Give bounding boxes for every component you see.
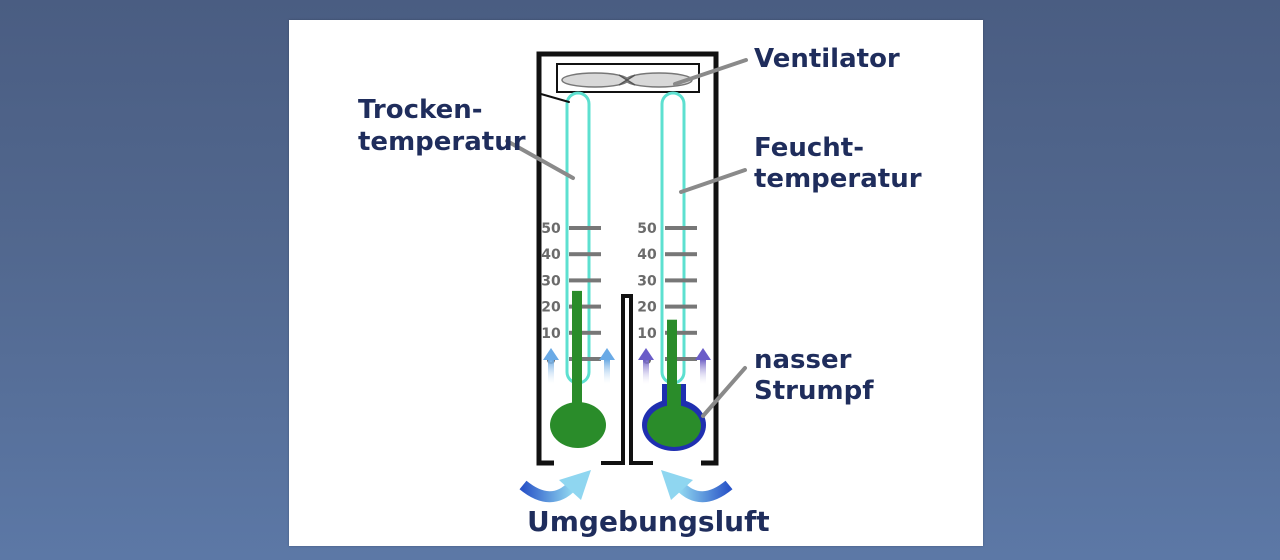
inner-airflow-arrows	[543, 348, 711, 384]
scale-label: 30	[541, 273, 561, 289]
fan-blade-left	[561, 72, 629, 88]
leader-sock	[701, 366, 747, 418]
label-wet-line1: Feucht-	[754, 133, 864, 163]
scale-tick	[569, 304, 601, 309]
scale-tick	[569, 278, 601, 283]
label-sock-line1: nasser	[754, 345, 852, 375]
fan-hub	[618, 74, 636, 86]
scale-label: 40	[541, 247, 561, 263]
scale-label: 30	[637, 273, 657, 289]
scale-label: 10	[541, 326, 561, 342]
scale-tick	[665, 357, 697, 361]
leader-dry	[505, 139, 575, 180]
leader-wet	[679, 168, 747, 194]
scale-tick	[569, 330, 601, 335]
up-arrow-2	[599, 348, 615, 384]
intake-arrow-left	[519, 470, 591, 503]
leader-fan	[673, 58, 748, 86]
up-arrow-1	[543, 348, 559, 384]
intake-arrow-right	[661, 470, 733, 503]
scale-label: 40	[637, 247, 657, 263]
scale-tick	[665, 252, 697, 257]
housing	[536, 51, 719, 466]
leader-lines	[505, 58, 748, 418]
scale-label: 20	[637, 300, 657, 316]
scale-label: 50	[637, 221, 657, 237]
label-ambient-air: Umgebungsluft	[527, 505, 770, 538]
label-wet-line2: temperatur	[754, 164, 922, 194]
label-fan: Ventilator	[754, 44, 900, 74]
scale-label: 10	[637, 326, 657, 342]
scale-tick	[665, 330, 697, 335]
diagram-panel: 5050404030302020101000	[289, 20, 983, 546]
label-dry-line2: temperatur	[358, 127, 526, 157]
up-arrow-4	[695, 348, 711, 384]
scale-label: 20	[541, 300, 561, 316]
scale-tick	[665, 278, 697, 283]
label-dry-line1: Trocken-	[358, 95, 483, 125]
psychrometer-diagram: 5050404030302020101000	[358, 44, 922, 538]
housing-outline	[536, 51, 719, 466]
fan	[556, 63, 700, 93]
scale-tick	[569, 226, 601, 230]
dry-liquid-column	[572, 290, 582, 412]
scale-tick	[665, 304, 697, 309]
center-divider	[601, 294, 653, 465]
scale-tick	[569, 357, 601, 361]
label-sock-line2: Strumpf	[754, 376, 874, 406]
scale-tick	[569, 252, 601, 257]
wet-bulb	[647, 405, 701, 447]
leader-fan-housing	[540, 93, 570, 103]
scale-label: 50	[541, 221, 561, 237]
wet-liquid-column	[667, 319, 677, 412]
up-arrow-3	[638, 348, 654, 384]
scale-tick	[665, 226, 697, 230]
dry-bulb	[550, 402, 606, 448]
